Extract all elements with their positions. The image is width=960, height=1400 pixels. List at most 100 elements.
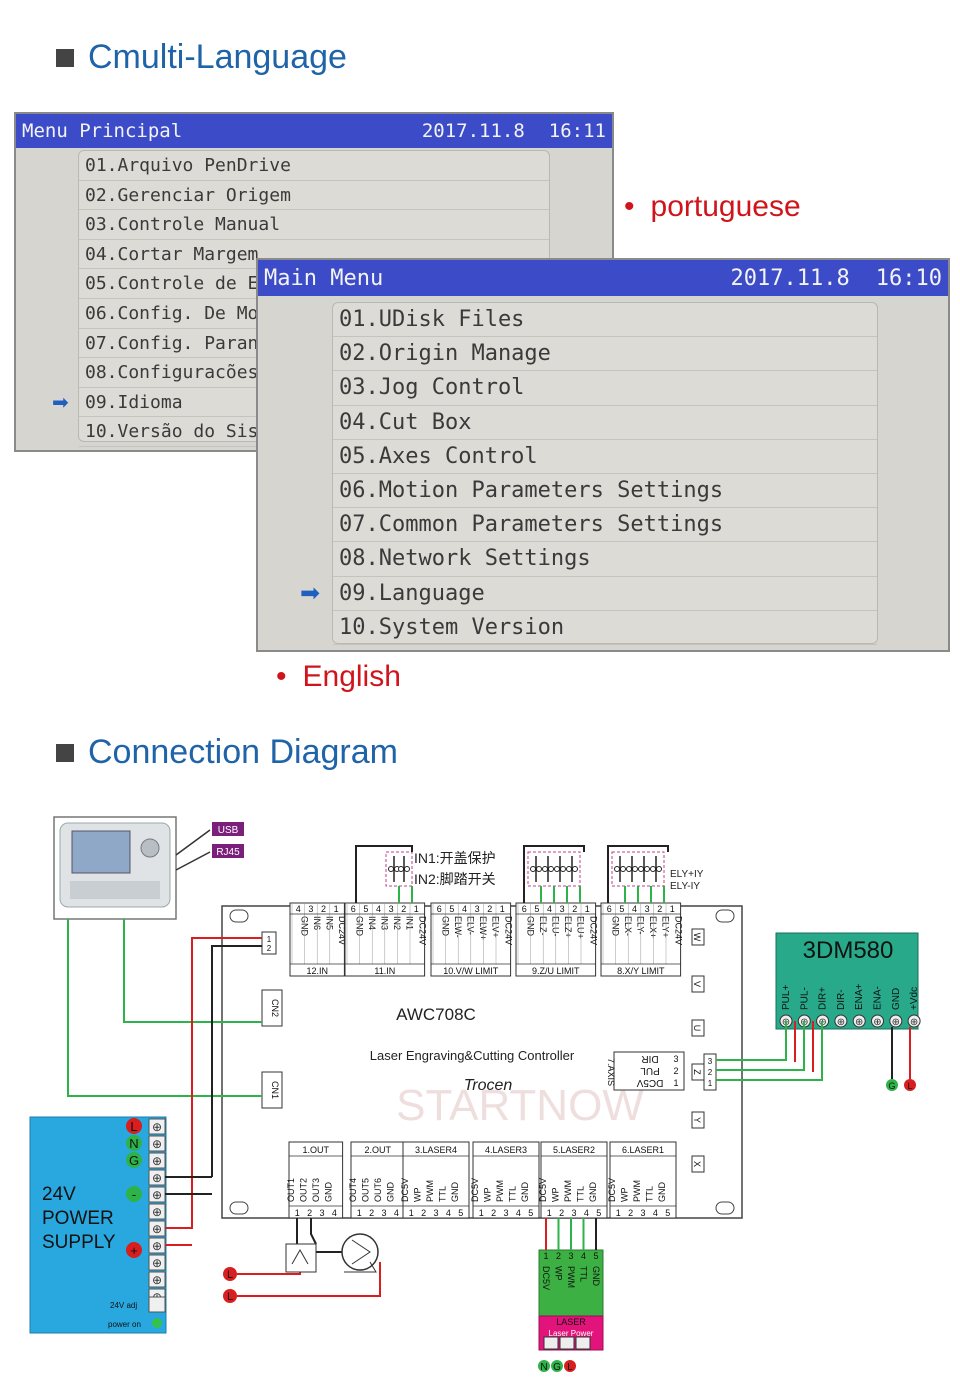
wire-out-gnd <box>310 1218 317 1245</box>
controller-description: Laser Engraving&Cutting Controller <box>370 1048 575 1063</box>
pin-number: 5 <box>619 904 624 914</box>
pin-number: 5 <box>363 904 368 914</box>
psu-terminal-label <box>126 1118 142 1134</box>
wire-cn2 <box>123 919 262 1023</box>
in1-label: IN1:开盖保护 <box>414 850 496 866</box>
menu-item[interactable]: 03.Controle Manual <box>79 210 549 240</box>
terminal-screw-icon: ⊕ <box>873 1017 881 1028</box>
psu-terminal <box>148 1152 166 1169</box>
terminal-screw-icon: ⊕ <box>152 1120 162 1134</box>
pin-signal: WP <box>551 1188 561 1203</box>
power-input-port <box>261 931 277 955</box>
psu-label-1: 24V <box>42 1184 76 1205</box>
pin-number: 3 <box>433 1208 438 1218</box>
axis-port <box>691 1111 705 1129</box>
pin-signal: IN2 <box>392 916 402 930</box>
driver-terminal <box>907 1014 921 1028</box>
pin-number: 1 <box>547 1208 552 1218</box>
pin-number: 4 <box>394 1208 399 1218</box>
lcd-screen-english: Main Menu 2017.11.8 16:10 01.UDisk Files… <box>256 258 950 652</box>
pin-number: 3 <box>645 904 650 914</box>
menu-item[interactable]: 10.System Version <box>333 611 877 645</box>
in2-label: IN2:脚踏开关 <box>414 871 496 887</box>
power-supply: 24V POWER SUPPLY 24V adj power on <box>29 1116 167 1334</box>
pin-number: 6 <box>437 904 442 914</box>
pin-number: 4 <box>462 904 467 914</box>
terminal-screw-icon: ⊕ <box>152 1137 162 1151</box>
pin-number: 3 <box>389 904 394 914</box>
wire-driver-pul <box>716 1021 787 1061</box>
pin-signal: DC5V <box>538 1178 548 1202</box>
wire-power-minus <box>211 945 262 1177</box>
pin-number: 4 <box>653 1208 658 1218</box>
pin-number: 6 <box>607 904 612 914</box>
pin-signal: DC24V <box>588 916 598 945</box>
menu-item[interactable]: 05.Axes Control <box>333 440 877 474</box>
terminal-screw-icon: ⊕ <box>152 1239 162 1253</box>
menu-item[interactable]: 07.Common Parameters Settings <box>333 508 877 543</box>
pin-signal: PWM <box>425 1180 435 1202</box>
pin-number: 1 <box>585 904 590 914</box>
laser-pin-number: 1 <box>543 1251 548 1261</box>
pin-number: 4 <box>296 904 301 914</box>
psu-power-on-label: power on <box>108 1320 141 1329</box>
pin-number: 5 <box>449 904 454 914</box>
laser-pin-signal: DC5V <box>541 1266 551 1290</box>
pin-number: 5 <box>596 1208 601 1218</box>
pin-signal: PUL <box>640 1065 660 1076</box>
wire-driver-5v <box>716 1021 823 1081</box>
axis-port <box>691 1155 705 1173</box>
pin-signal: ELU+ <box>576 916 586 939</box>
psu-terminal-letter: - <box>132 1187 136 1202</box>
power-on-led-icon <box>152 1318 162 1328</box>
menu-item[interactable]: 08.Network Settings <box>333 542 877 577</box>
menu-item[interactable]: 09.Language <box>333 577 877 611</box>
pin-number: 3 <box>571 1208 576 1218</box>
pin-signal: IN1 <box>405 916 415 930</box>
wire-mains-relay <box>237 1272 301 1275</box>
pin-signal: GND <box>385 1182 395 1203</box>
pin-number: 6 <box>351 904 356 914</box>
pin-signal: GND <box>520 1182 530 1203</box>
driver-terminal <box>834 1014 848 1028</box>
mount-hole <box>715 909 735 923</box>
psu-label-2: POWER <box>42 1208 114 1229</box>
menu-item[interactable]: 01.Arquivo PenDrive <box>79 151 549 181</box>
watermark: STARTNOW <box>396 1081 644 1130</box>
pin-number: 5 <box>665 1208 670 1218</box>
laser-pin-number: 5 <box>593 1251 598 1261</box>
pin-number: 5 <box>534 904 539 914</box>
psu-terminal <box>148 1271 166 1288</box>
psu-adj-label: 24V adj <box>110 1301 137 1310</box>
menu-item[interactable]: 03.Jog Control <box>333 371 877 406</box>
wire-driver-dir <box>716 1021 805 1071</box>
menu-item[interactable]: 01.UDisk Files <box>333 303 877 338</box>
terminal-screw-icon: ⊕ <box>152 1273 162 1287</box>
pin-signal: DC24V <box>673 916 683 945</box>
laser-power-supply: LASER Laser Power <box>538 1249 604 1351</box>
pin-signal: ELY+ <box>661 916 671 938</box>
psu-terminal-letter: + <box>130 1243 138 1258</box>
menu-item[interactable]: 04.Cut Box <box>333 406 877 440</box>
pin-number: 3 <box>708 1057 713 1066</box>
terminal-screw-icon: ⊕ <box>152 1171 162 1185</box>
psu-terminal-label <box>126 1186 142 1202</box>
laser-pin-number: 2 <box>556 1251 561 1261</box>
laser-pin-signal: TTL <box>579 1266 589 1282</box>
port-tag-usb <box>212 822 244 836</box>
pin-number: 3 <box>308 904 313 914</box>
pin-signal: ELW+ <box>478 916 488 940</box>
selection-arrow-icon: ➡ <box>300 578 321 607</box>
terminal-letter: G <box>888 1081 895 1091</box>
menu-item[interactable]: 02.Gerenciar Origem <box>79 181 549 211</box>
lcd-date: 2017.11.8 <box>421 120 525 142</box>
menu-item[interactable]: 06.Motion Parameters Settings <box>333 474 877 509</box>
psu-terminal <box>148 1118 166 1135</box>
bottom-connector <box>350 1141 406 1219</box>
pin-signal: ELV- <box>466 916 476 935</box>
driver-pin-signal: DIR- <box>836 989 847 1010</box>
menu-item[interactable]: 02.Origin Manage <box>333 337 877 372</box>
terminal-letter: N <box>540 1362 547 1373</box>
pin-signal: TTL <box>644 1186 654 1202</box>
